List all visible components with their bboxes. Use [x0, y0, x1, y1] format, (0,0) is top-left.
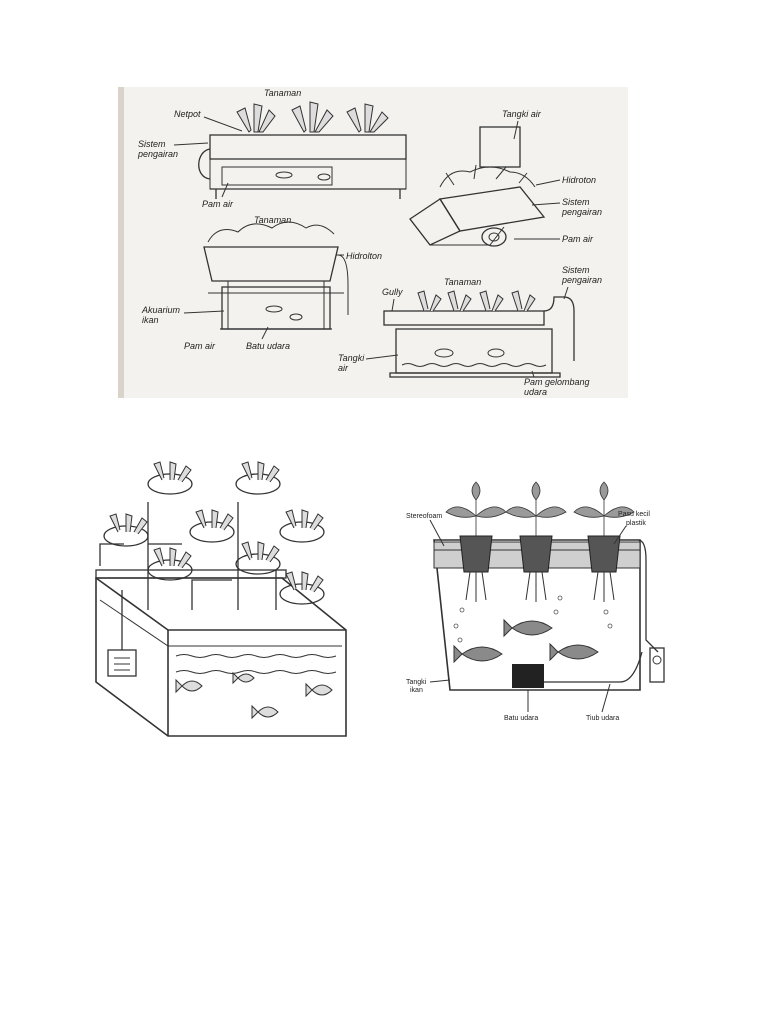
label-pam-air-3: Pam air	[184, 341, 216, 351]
hydroponic-systems-sketch: Tanaman Netpot Sistem pengairan Pam air …	[118, 87, 628, 398]
diagram-nft-pipe: Tanaman Netpot Sistem pengairan Pam air	[137, 88, 407, 209]
sketch-canvas: Tanaman Netpot Sistem pengairan Pam air …	[137, 88, 602, 397]
label-stereofoam: Stereofoam	[406, 513, 442, 520]
label-pam-gelombang: Pam gelombang	[524, 377, 590, 387]
planter-pods	[103, 461, 325, 605]
label-pengairan-1: pengairan	[137, 149, 178, 159]
label-tangki-ikan: Tangki	[406, 679, 427, 686]
diagram-gully: Sistem pengairan Gully Tanaman Tangki ai…	[338, 265, 602, 397]
bubbles	[453, 595, 613, 643]
label-ikan-1: ikan	[142, 315, 159, 325]
label-netpot: Netpot	[174, 109, 201, 119]
label-plastik: plastik	[626, 520, 646, 527]
label-hidroton-1: Hidroton	[562, 175, 596, 185]
label-udara: udara	[524, 387, 547, 397]
label-pam-air-2: Pam air	[562, 234, 594, 244]
label-tanaman-3: Tanaman	[444, 277, 481, 287]
diagram-basin: Tanaman Hidrolton Akuarium ikan Pam air …	[141, 215, 382, 351]
air-stone	[512, 664, 544, 688]
fish	[453, 618, 599, 664]
label-pam-air-1: Pam air	[202, 199, 234, 209]
diagram-tank-system: Tangki air Hidroton Sistem pengairan Pam…	[409, 109, 602, 247]
label-tiub-udara: Tiub udara	[586, 715, 619, 722]
label-pengairan-2: pengairan	[561, 207, 602, 217]
label-batu-udara-1: Batu udara	[246, 341, 290, 351]
label-batu-udara-2: Batu udara	[504, 715, 538, 722]
label-pasu-kecil: Pasu kecil	[618, 511, 650, 518]
tower-canvas	[95, 461, 347, 737]
label-gully: Gully	[382, 287, 403, 297]
label-pengairan-3: pengairan	[561, 275, 602, 285]
label-tangki: Tangki	[338, 353, 365, 363]
net-pots	[445, 481, 635, 602]
label-tanaman-1: Tanaman	[264, 88, 301, 98]
label-air: air	[338, 363, 349, 373]
label-sistem-2: Sistem	[562, 197, 590, 207]
label-sistem-1: Sistem	[138, 139, 166, 149]
label-ikan-2: ikan	[410, 687, 423, 694]
tower-aquaponics-drawing	[92, 460, 352, 738]
plant-3	[346, 103, 389, 133]
plant-1	[236, 103, 276, 133]
label-tangki-air: Tangki air	[502, 109, 542, 119]
label-sistem-3: Sistem	[562, 265, 590, 275]
label-tanaman-2: Tanaman	[254, 215, 291, 225]
label-akuarium: Akuarium	[141, 305, 181, 315]
raft-aquaponics-drawing: Stereofoam Pasu kecil plastik Tangki ika…	[400, 480, 680, 730]
plant-2	[291, 101, 334, 133]
fish	[175, 671, 333, 720]
raft-canvas: Stereofoam Pasu kecil plastik Tangki ika…	[406, 481, 665, 722]
label-hidrolton: Hidrolton	[346, 251, 382, 261]
